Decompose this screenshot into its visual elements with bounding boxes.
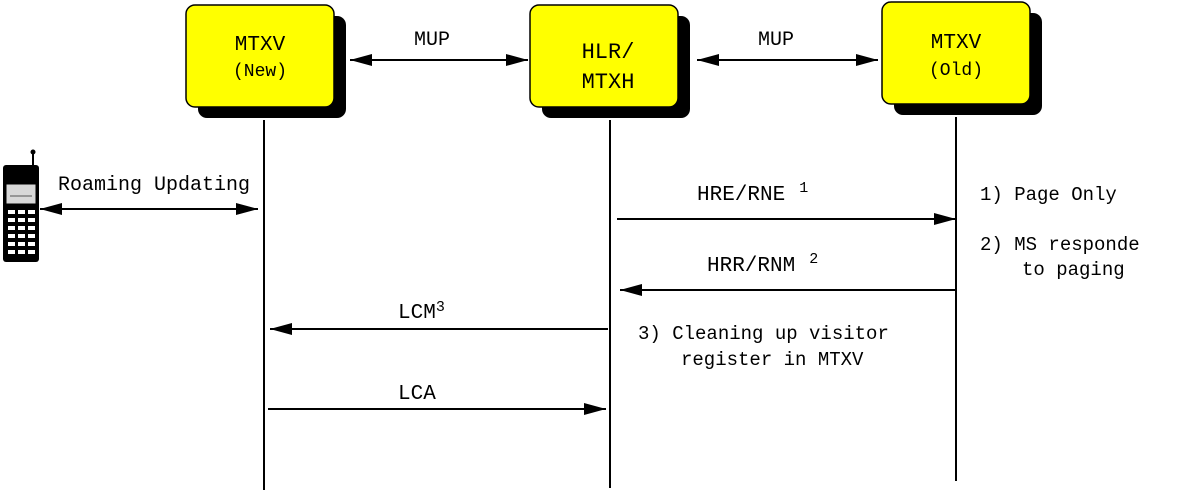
node-label-line2: (Old) (929, 61, 983, 81)
notes-center: 3) Cleaning up visitor register in MTXV (638, 323, 889, 371)
node-label-line1: HLR/ (582, 40, 635, 65)
note-page-only: 1) Page Only (980, 184, 1117, 206)
link-label: MUP (758, 29, 794, 52)
note-ms-responde: 2) MS responde (980, 234, 1140, 256)
message-label: Roaming Updating (58, 174, 250, 197)
link-label: MUP (414, 29, 450, 52)
link-mup-left: MUP (350, 29, 528, 66)
notes-right: 1) Page Only 2) MS responde to paging (980, 184, 1140, 281)
note-cleaning-up: 3) Cleaning up visitor (638, 323, 889, 345)
node-label-line1: MTXV (235, 34, 286, 57)
node-box (881, 1, 1031, 105)
message-label: LCM3 (398, 299, 445, 325)
note-to-paging: to paging (1022, 259, 1125, 281)
message-label: LCA (398, 383, 436, 406)
node-label-line2: (New) (233, 62, 287, 82)
node-label-line2: MTXH (582, 70, 635, 95)
node-box (185, 4, 335, 108)
node-label-line1: MTXV (931, 32, 982, 55)
node-mtxv-new: MTXV (New) (185, 4, 346, 118)
node-box (529, 4, 679, 108)
message-lca: LCA (268, 383, 606, 415)
message-lcm: LCM3 (270, 299, 608, 335)
node-hlr-mtxh: HLR/ MTXH (529, 4, 690, 118)
note-register-in-mtxv: register in MTXV (681, 349, 864, 371)
message-roaming-updating: Roaming Updating (40, 174, 258, 215)
mobile-phone-icon (3, 149, 39, 262)
node-mtxv-old: MTXV (Old) (881, 1, 1042, 115)
link-mup-right: MUP (697, 29, 878, 66)
